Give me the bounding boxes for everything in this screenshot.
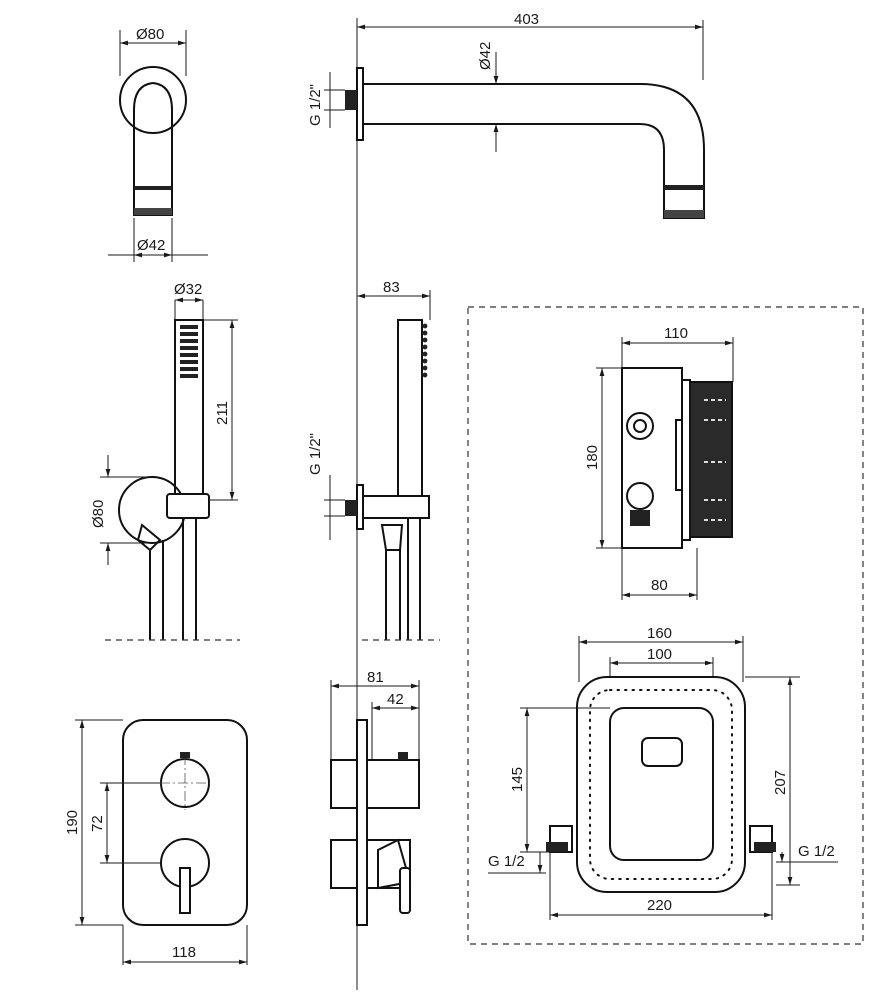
box-side-view: 110 180 80 — [584, 325, 734, 600]
hand-shower-head-diameter: Ø32 — [174, 281, 202, 298]
mixer-height: 190 — [64, 810, 81, 835]
shower-side-nozzles — [422, 323, 428, 378]
box-side-depth: 80 — [651, 577, 668, 594]
hand-shower-height: 211 — [214, 401, 231, 425]
box-front-right-height: 207 — [772, 770, 789, 795]
spout-diameter-top: Ø80 — [136, 26, 164, 43]
box-front-left-height: 145 — [509, 767, 526, 792]
box-front-outer-width: 160 — [647, 625, 672, 642]
spout-diameter-bottom: Ø42 — [137, 237, 165, 254]
mixer-front-view: 190 72 118 — [64, 719, 248, 965]
mixer-side-view: 81 42 — [330, 669, 420, 926]
box-ribs — [704, 399, 726, 521]
shower-nozzles — [180, 325, 198, 378]
mixer-side-depth-handle: 42 — [387, 691, 404, 708]
hand-shower-side-depth: 83 — [383, 279, 400, 296]
spout-thread: G 1/2" — [307, 84, 324, 126]
box-front-total-width: 220 — [647, 897, 672, 914]
box-front-left-thread: G 1/2 — [488, 853, 525, 870]
spout-front-view: 403 G 1/2" Ø42 — [307, 11, 705, 219]
box-front-right-thread: G 1/2 — [798, 843, 835, 860]
hand-shower-side-thread: G 1/2" — [307, 433, 324, 475]
box-front-inner-width: 100 — [647, 646, 672, 663]
mixer-handle-distance: 72 — [89, 815, 106, 832]
spout-length: 403 — [514, 11, 539, 28]
hand-shower-holder-diameter: Ø80 — [90, 500, 107, 528]
box-side-height: 180 — [584, 445, 601, 470]
hand-shower-front-view: Ø32 211 Ø80 — [90, 281, 240, 641]
spout-side-view: Ø80 Ø42 — [108, 26, 208, 262]
box-front-view: 160 100 145 207 G 1/2 G 1/2 220 — [488, 625, 838, 920]
mixer-side-depth-total: 81 — [367, 669, 384, 686]
hand-shower-side-view: 83 G 1/2" — [307, 279, 440, 641]
spout-pipe-diameter: Ø42 — [477, 42, 494, 70]
box-side-width: 110 — [664, 325, 688, 342]
mixer-width: 118 — [172, 944, 196, 961]
